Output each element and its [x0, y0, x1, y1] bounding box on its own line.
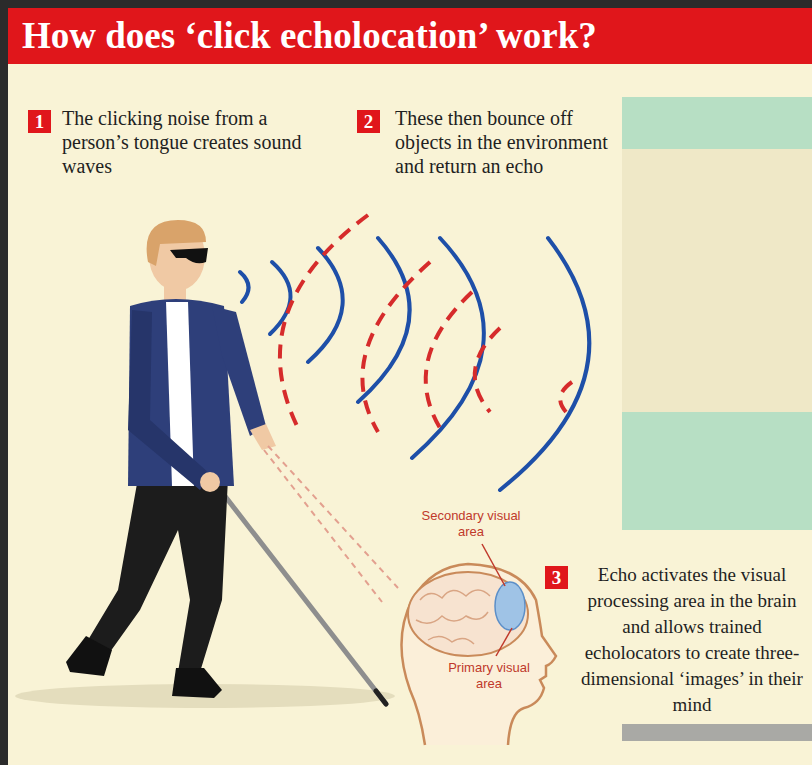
- shoe: [66, 636, 112, 676]
- echo-wave: [475, 328, 500, 412]
- echo-wave: [426, 292, 472, 428]
- head-profile: [401, 544, 556, 745]
- title: How does ‘click echolocation’ work?: [22, 14, 597, 58]
- sleeve: [212, 306, 266, 436]
- brain-label: Secondary visual area: [414, 508, 528, 540]
- title-band: [8, 8, 812, 64]
- echo-wave: [560, 382, 572, 412]
- echo-wave: [280, 215, 368, 428]
- sound-wave: [500, 238, 589, 490]
- hand: [200, 472, 220, 492]
- nerve-line: [268, 446, 398, 588]
- floor-bar: [622, 724, 812, 741]
- echo-wave: [362, 262, 430, 432]
- sound-wave: [240, 272, 249, 302]
- leader-line: [496, 628, 512, 656]
- brain-folds: [416, 590, 490, 644]
- step-text: These then bounce off objects in the env…: [395, 106, 613, 178]
- sound-wave: [358, 238, 410, 402]
- trousers: [88, 478, 228, 672]
- nerve-line: [264, 450, 382, 602]
- visual-area: [495, 582, 525, 630]
- wall-panel: [622, 149, 812, 412]
- sound-wave: [270, 262, 291, 334]
- wall-block: [622, 97, 812, 149]
- cane: [214, 482, 386, 704]
- background: [8, 8, 812, 765]
- echo-waves: [280, 215, 572, 432]
- man-figure: [66, 220, 386, 704]
- brain-label: Primary visual area: [448, 660, 530, 692]
- head-outline: [401, 564, 556, 745]
- step-text: The clicking noise from a person’s tongu…: [62, 106, 314, 178]
- leader-line: [482, 544, 505, 586]
- brain: [408, 572, 528, 656]
- nerve-lines: [264, 446, 398, 602]
- sound-waves: [240, 238, 589, 490]
- callout-number: 3: [545, 566, 568, 589]
- hand: [250, 424, 276, 450]
- step-text: Echo activates the visual processing are…: [578, 562, 806, 718]
- wall-block: [622, 412, 812, 530]
- cane-tip: [376, 691, 386, 704]
- callout-number: 1: [28, 110, 51, 133]
- shoe: [172, 668, 222, 698]
- callout-number: 2: [357, 110, 380, 133]
- sunglasses: [170, 248, 208, 263]
- arm: [128, 310, 210, 490]
